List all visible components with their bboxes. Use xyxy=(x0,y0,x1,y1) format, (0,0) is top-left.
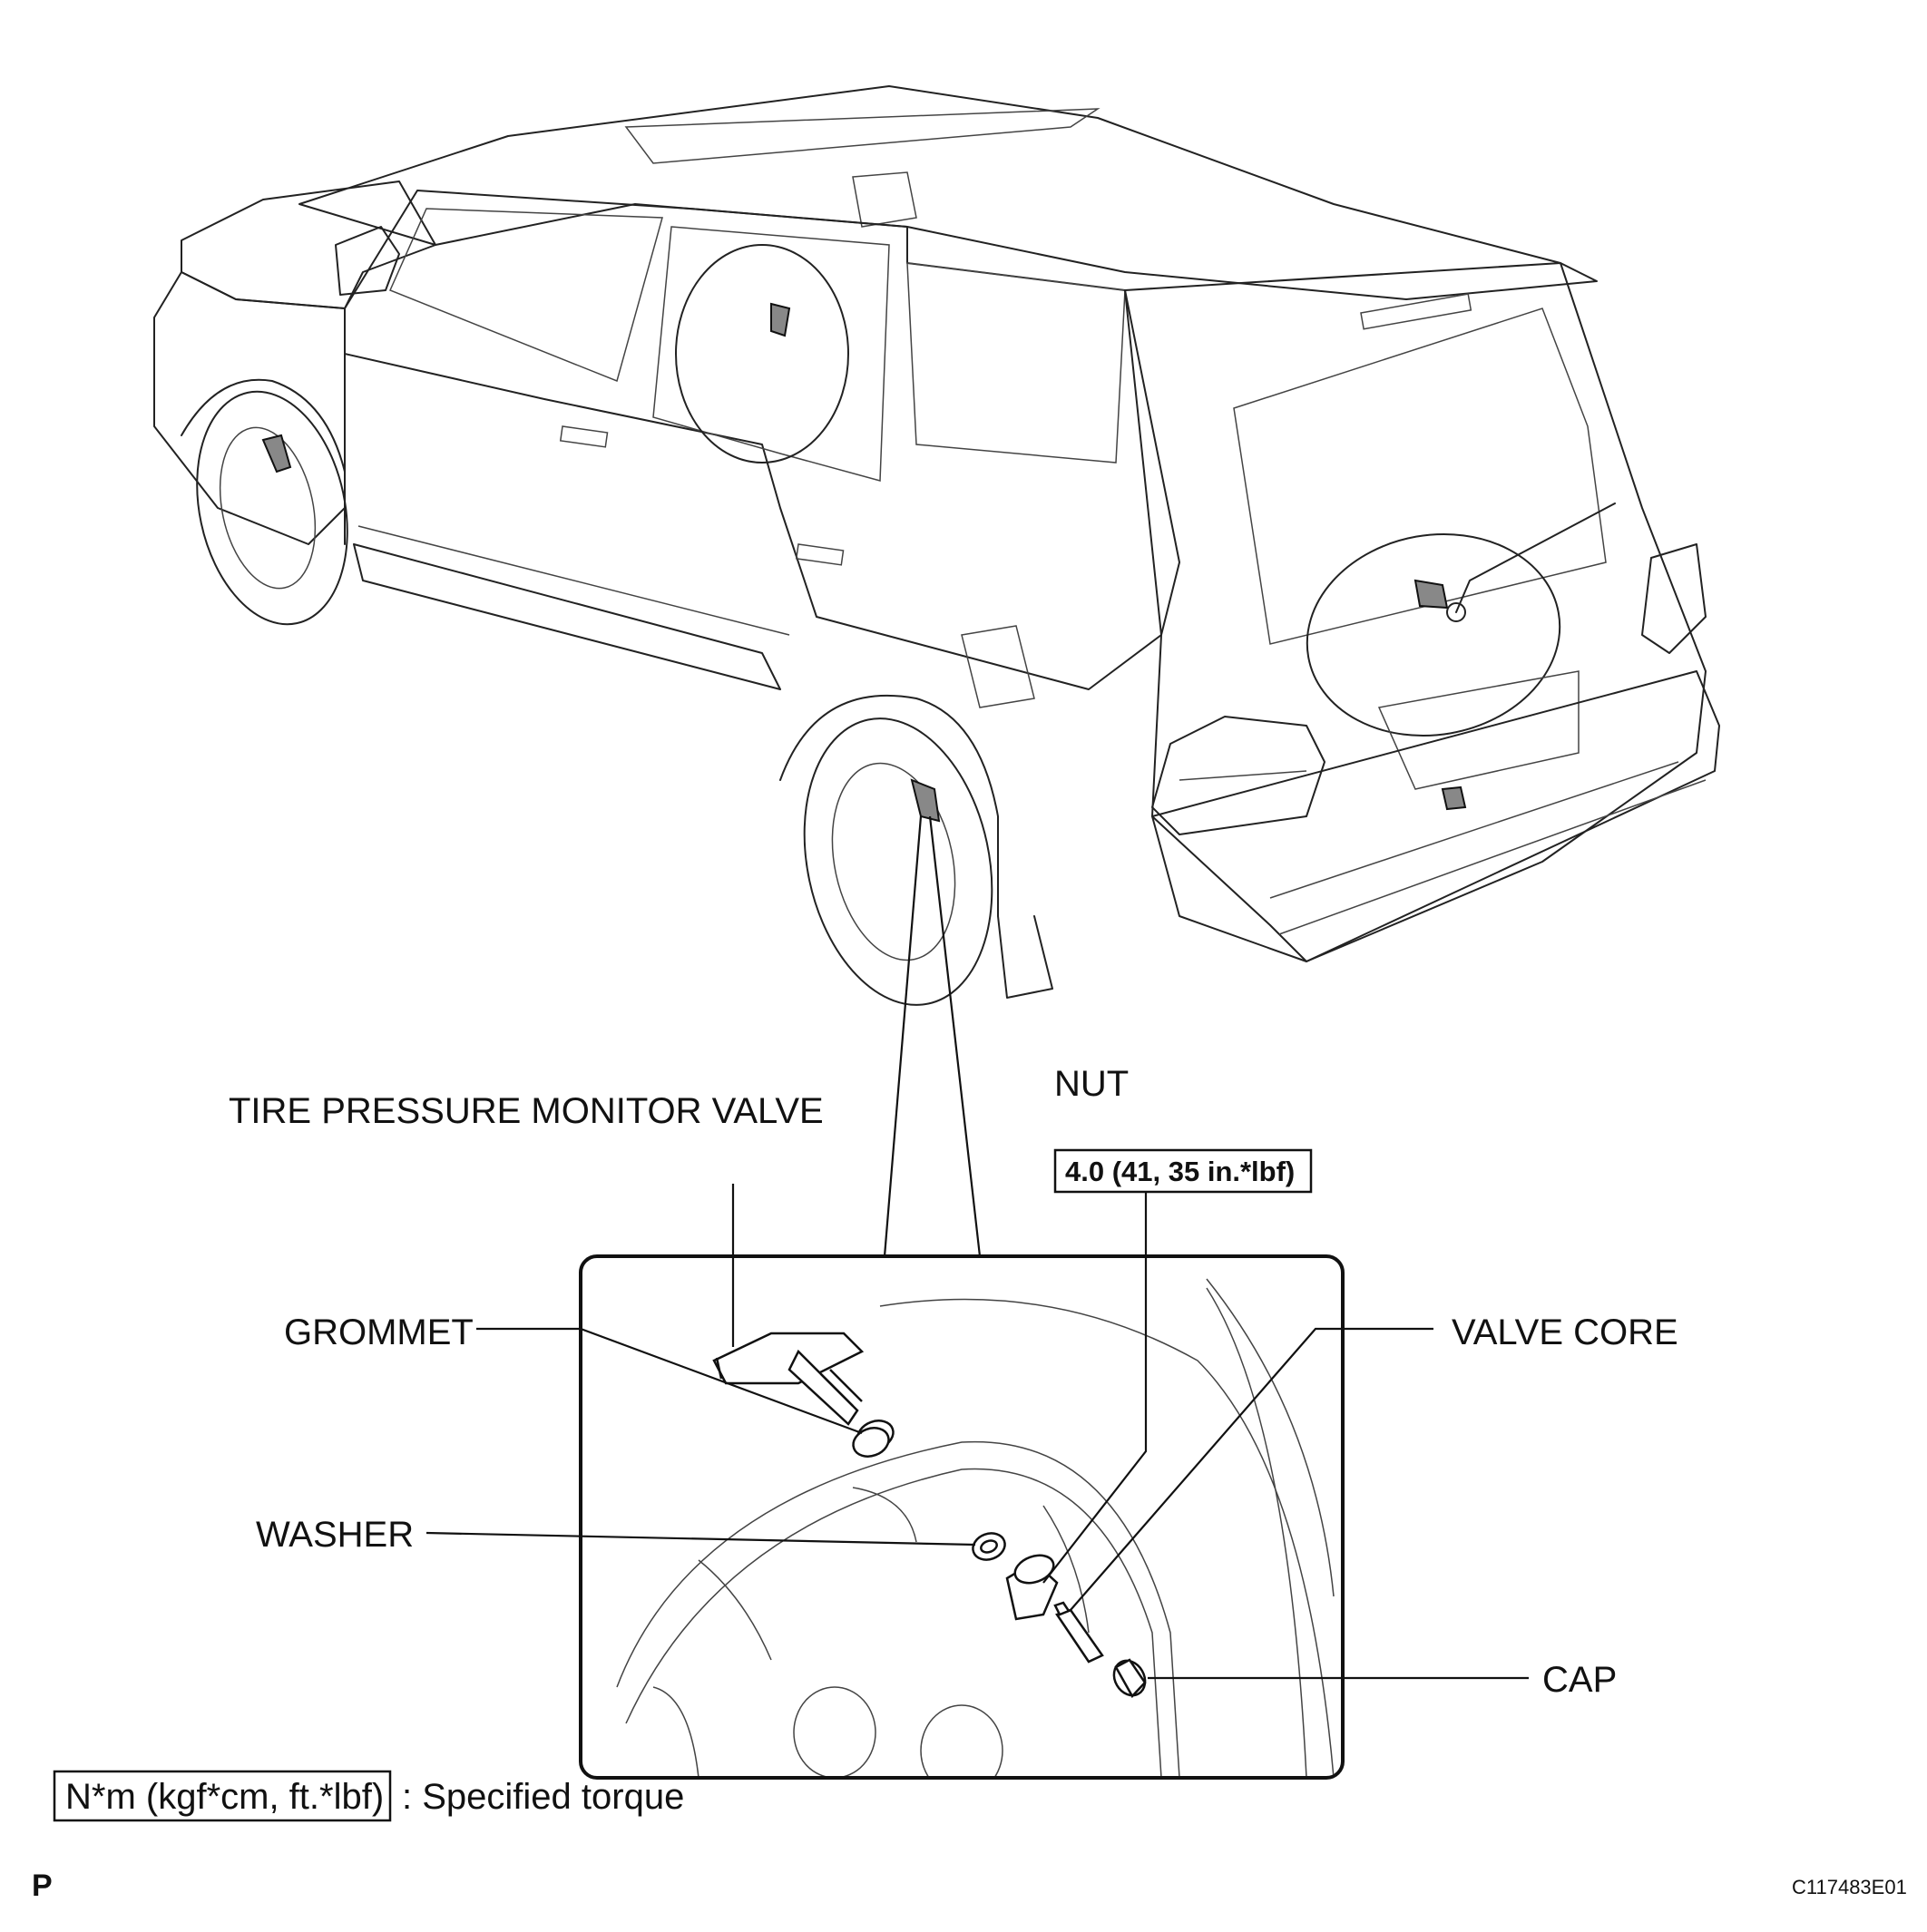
grommet-part xyxy=(852,1420,895,1458)
cap-part xyxy=(1112,1658,1147,1699)
label-valve-core: VALVE CORE xyxy=(1452,1312,1678,1352)
valve-core-part xyxy=(1053,1601,1104,1664)
detail-frame xyxy=(579,1254,1345,1780)
label-cap: CAP xyxy=(1542,1660,1617,1700)
label-tpms-valve: TIRE PRESSURE MONITOR VALVE xyxy=(229,1091,824,1131)
tpms-valve-part xyxy=(712,1332,865,1426)
detail-view xyxy=(579,1254,1345,1780)
torque-value: 4.0 (41, 35 in.*lbf) xyxy=(1065,1156,1295,1187)
torque-spec-box: 4.0 (41, 35 in.*lbf) xyxy=(1053,1148,1313,1194)
label-washer: WASHER xyxy=(256,1515,414,1555)
vehicle-illustration xyxy=(153,85,1720,1006)
leader-lines xyxy=(426,1184,1529,1680)
label-nut: NUT xyxy=(1054,1064,1129,1104)
callout-cone xyxy=(883,815,982,1257)
legend-description: : Specified torque xyxy=(402,1777,684,1817)
nut-part xyxy=(1005,1554,1059,1621)
figure-code: C117483E01 xyxy=(1792,1876,1907,1898)
legend-unit-box: N*m (kgf*cm, ft.*lbf) xyxy=(65,1777,384,1817)
page-marker: P xyxy=(32,1869,53,1903)
label-grommet: GROMMET xyxy=(284,1312,474,1352)
washer-part xyxy=(972,1532,1006,1561)
torque-legend: N*m (kgf*cm, ft.*lbf) : Specified torque xyxy=(53,1770,684,1822)
